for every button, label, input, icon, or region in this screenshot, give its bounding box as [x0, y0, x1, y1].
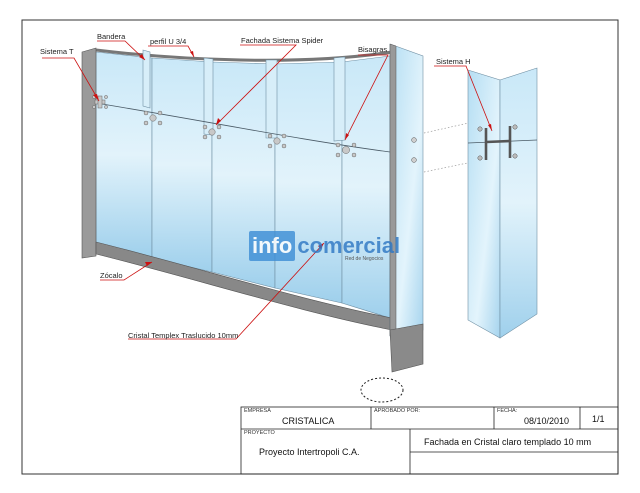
right-end-foot	[389, 323, 424, 373]
title-block	[240, 406, 619, 475]
sistema-h-detail	[467, 67, 538, 339]
perfil-u-profile	[95, 48, 393, 62]
fecha-value: 08/10/2010	[524, 416, 570, 426]
label-zocalo: Zócalo	[100, 271, 123, 280]
aprobado-label: APROBADO POR:	[374, 408, 421, 414]
sheet-number: 1/1	[592, 414, 605, 424]
leader-lines	[42, 40, 493, 340]
hinge-dot	[411, 137, 417, 143]
descripcion-value: Fachada en Cristal claro templado 10 mm	[424, 437, 592, 447]
proyecto-label: PROYECTO	[244, 430, 275, 436]
label-bisagras: Bisagras	[358, 45, 388, 54]
watermark-tagline: Red de Negocios	[345, 256, 384, 262]
facade-glass	[95, 51, 391, 319]
watermark-word: comercial	[297, 233, 401, 258]
label-bandera: Bandera	[97, 32, 126, 41]
sistema-h-connector	[484, 126, 512, 160]
right-end-post	[389, 43, 397, 337]
empresa-label: EMPRESA	[244, 408, 271, 414]
hinge-dot	[411, 157, 417, 163]
label-sistema-h: Sistema H	[436, 57, 471, 66]
empresa-value: CRISTALICA	[282, 416, 335, 426]
label-spider: Fachada Sistema Spider	[241, 36, 324, 45]
watermark-logo: info comercial	[249, 229, 400, 263]
label-perfil-u: perfil U 3/4	[150, 37, 187, 46]
left-post	[81, 47, 97, 259]
watermark-box-text: info	[249, 231, 296, 261]
label-sistema-t: Sistema T	[40, 47, 74, 56]
leader-arrowheads	[93, 51, 492, 266]
sistema-h-bolts	[477, 124, 518, 161]
spider-fittings	[92, 95, 357, 158]
fecha-label: FECHA:	[497, 408, 518, 414]
label-cristal: Cristal Templex Traslucido 10mm	[128, 331, 239, 340]
detail-circle	[360, 377, 404, 403]
banderas	[142, 49, 346, 142]
proyecto-value: Proyecto Intertropoli C.A.	[259, 447, 360, 457]
